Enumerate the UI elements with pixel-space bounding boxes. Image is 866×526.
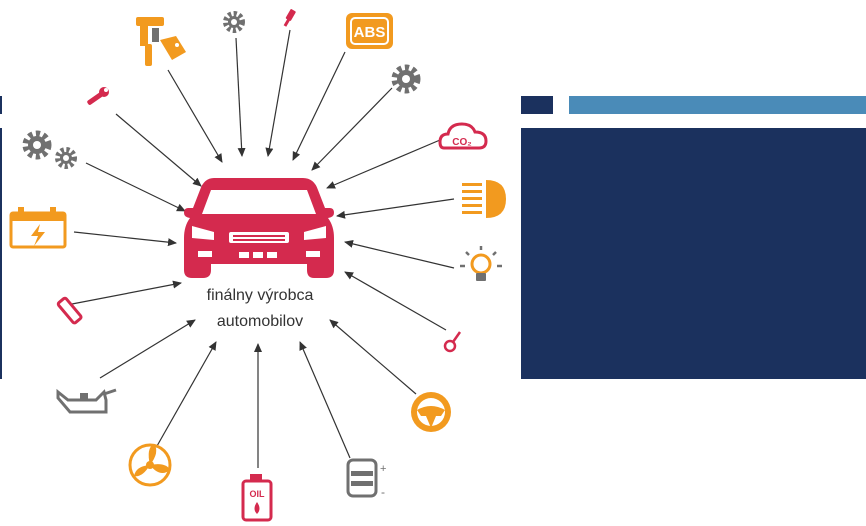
steering-wheel-icon [411, 392, 451, 432]
decor-line-left [0, 128, 2, 379]
battery-minus-label: - [381, 485, 385, 499]
decor-bar-small [521, 96, 553, 114]
co2-label: CO₂ [452, 137, 471, 148]
arrow-co2 [326, 139, 441, 189]
center-caption-line1: finálny výrobca [206, 287, 314, 304]
decor-panel-navy [521, 128, 866, 379]
oil-canister-icon: OIL [241, 474, 273, 522]
arrow-headlight [336, 198, 455, 219]
arrow-small-gear [235, 37, 246, 157]
abs-icon: ABS [346, 13, 393, 49]
car-icon [184, 178, 334, 278]
headlight-icon [462, 180, 506, 218]
wrench-icon [87, 87, 109, 105]
fan-icon [128, 443, 172, 487]
arrow-abs [292, 51, 346, 161]
arrow-steering [329, 319, 417, 395]
decor-bar-blue [569, 96, 866, 114]
center-caption-line2: automobilov [216, 313, 304, 330]
arrow-battery-cell [299, 341, 351, 459]
arrow-spray-gun [167, 69, 223, 163]
fuse-icon [56, 296, 83, 325]
car-battery-icon [9, 207, 67, 249]
light-bulb-icon [460, 246, 502, 281]
co2-cloud-icon: CO₂ [438, 122, 488, 150]
arrow-fan [156, 341, 217, 447]
arrow-fuse [71, 280, 182, 305]
arrow-gears [85, 162, 186, 212]
arrow-gear [311, 87, 393, 171]
small-gear-icon [223, 11, 245, 33]
arrow-spark-plug [265, 29, 291, 157]
battery-cell-icon: + - [346, 458, 386, 499]
oil-label: OIL [250, 489, 266, 499]
gears-icon [22, 130, 77, 169]
arrows [71, 29, 455, 468]
abs-label: ABS [354, 24, 386, 41]
battery-plus-label: + [380, 463, 386, 475]
arrow-battery [73, 231, 177, 247]
gear-icon [391, 64, 421, 94]
spark-plug-icon [283, 9, 296, 27]
decor-line-left-top [0, 96, 2, 114]
valve-icon [443, 331, 462, 353]
oil-can-icon [56, 388, 117, 414]
spray-gun-icon [136, 17, 186, 66]
arrow-oil-can [99, 319, 196, 379]
arrow-wrench [115, 113, 202, 187]
arrow-valve [344, 271, 447, 331]
arrow-bulb [344, 239, 455, 269]
